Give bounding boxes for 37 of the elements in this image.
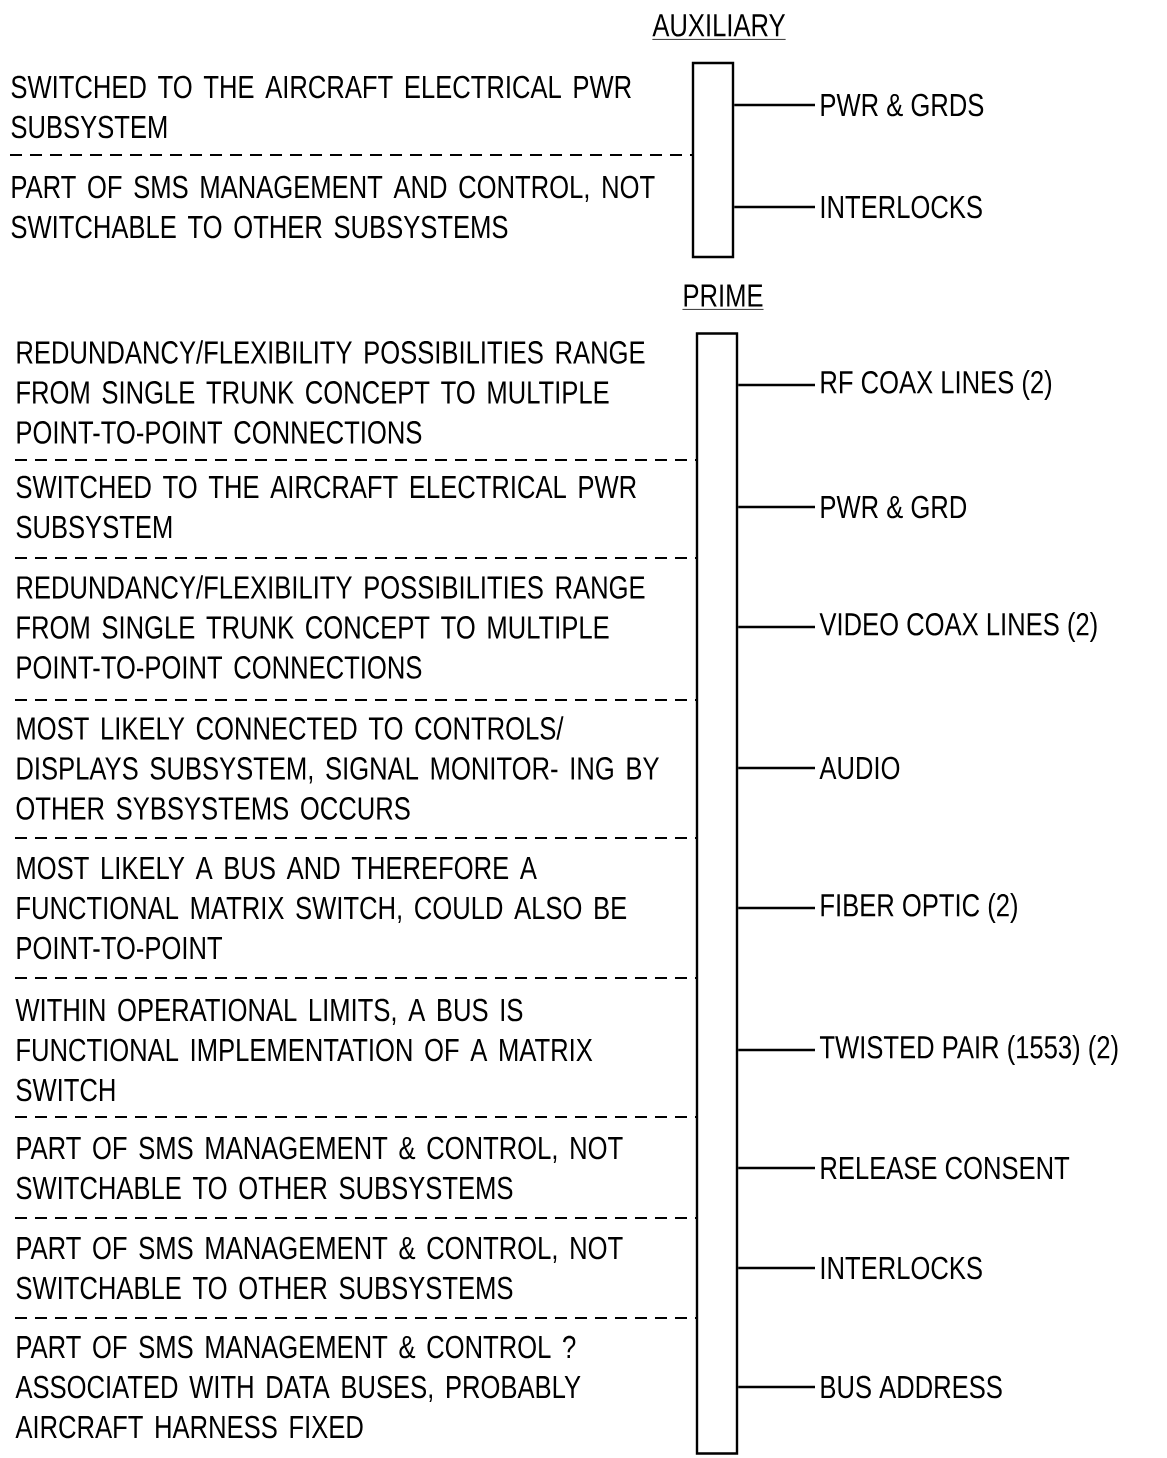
note-text: SWITCHED TO THE AIRCRAFT ELECTRICAL PWR SUBSYSTEM [11, 75, 631, 139]
leader-line [738, 1048, 815, 1052]
bar-heading: PRIME [682, 284, 764, 310]
note-text: PART OF SMS MANAGEMENT & CONTROL, NOT SWITCHABLE TO OTHER SUBSYSTEMS [16, 1136, 623, 1200]
signal-label: PWR & GRD [821, 495, 967, 519]
bar [691, 61, 735, 259]
bar [695, 332, 739, 1455]
signal-label: PWR & GRDS [821, 93, 984, 117]
leader-line [738, 505, 815, 509]
signal-label: VIDEO COAX LINES (2) [819, 612, 1097, 642]
note-text: PART OF SMS MANAGEMENT & CONTROL, NOT SWITCHABLE TO OTHER SUBSYSTEMS [16, 1236, 623, 1300]
signal-label: FIBER OPTIC (2) [821, 893, 1017, 923]
leader-line [738, 1166, 815, 1170]
note-text: SWITCHED TO THE AIRCRAFT ELECTRICAL PWR SUBSYSTEM [16, 475, 636, 539]
signal-label: RELEASE CONSENT [821, 1156, 1070, 1180]
note-text: PART OF SMS MANAGEMENT & CONTROL ? ASSOCIATED WITH DATA BUSES, PROBABLY AIRCRAFT HARNESS FIXED [15, 1335, 581, 1439]
note-text: PART OF SMS MANAGEMENT AND CONTROL, NOT SWITCHABLE TO OTHER SUBSYSTEMS [11, 175, 655, 239]
note-text: REDUNDANCY/FLEXIBILITY POSSIBILITIES RANGE FROM SINGLE TRUNK CONCEPT TO MULTIPLE POINT-TO-POINT CONNECTIONS [17, 575, 645, 679]
leader-line [738, 383, 815, 387]
note-text: REDUNDANCY/FLEXIBILITY POSSIBILITIES RANGE FROM SINGLE TRUNK CONCEPT TO MULTIPLE POINT-TO-POINT CONNECTIONS [17, 340, 645, 444]
bar-heading: AUXILIARY [651, 14, 787, 40]
signal-label: TWISTED PAIR (1553) (2) [819, 1035, 1118, 1065]
leader-line [738, 1385, 815, 1389]
leader-line [734, 103, 815, 107]
note-text: MOST LIKELY CONNECTED TO CONTROLS/ DISPLAYS SUBSYSTEM, SIGNAL MONITOR- ING BY OTHER SYBSYSTEMS OCCURS [16, 716, 659, 820]
signal-label: INTERLOCKS [821, 1256, 982, 1280]
signal-label: BUS ADDRESS [821, 1375, 1002, 1399]
signal-label: INTERLOCKS [821, 195, 982, 219]
note-text: WITHIN OPERATIONAL LIMITS, A BUS IS FUNCTIONAL IMPLEMENTATION OF A MATRIX SWITCH [15, 998, 593, 1102]
note-text: MOST LIKELY A BUS AND THEREFORE A FUNCTIONAL MATRIX SWITCH, COULD ALSO BE POINT-TO-POINT [17, 856, 627, 960]
signal-label: RF COAX LINES (2) [821, 370, 1052, 400]
leader-line [738, 766, 815, 770]
leader-line [734, 205, 815, 209]
leader-line [738, 906, 815, 910]
leader-line [738, 625, 815, 629]
signal-label: AUDIO [819, 756, 900, 780]
leader-line [738, 1266, 815, 1270]
